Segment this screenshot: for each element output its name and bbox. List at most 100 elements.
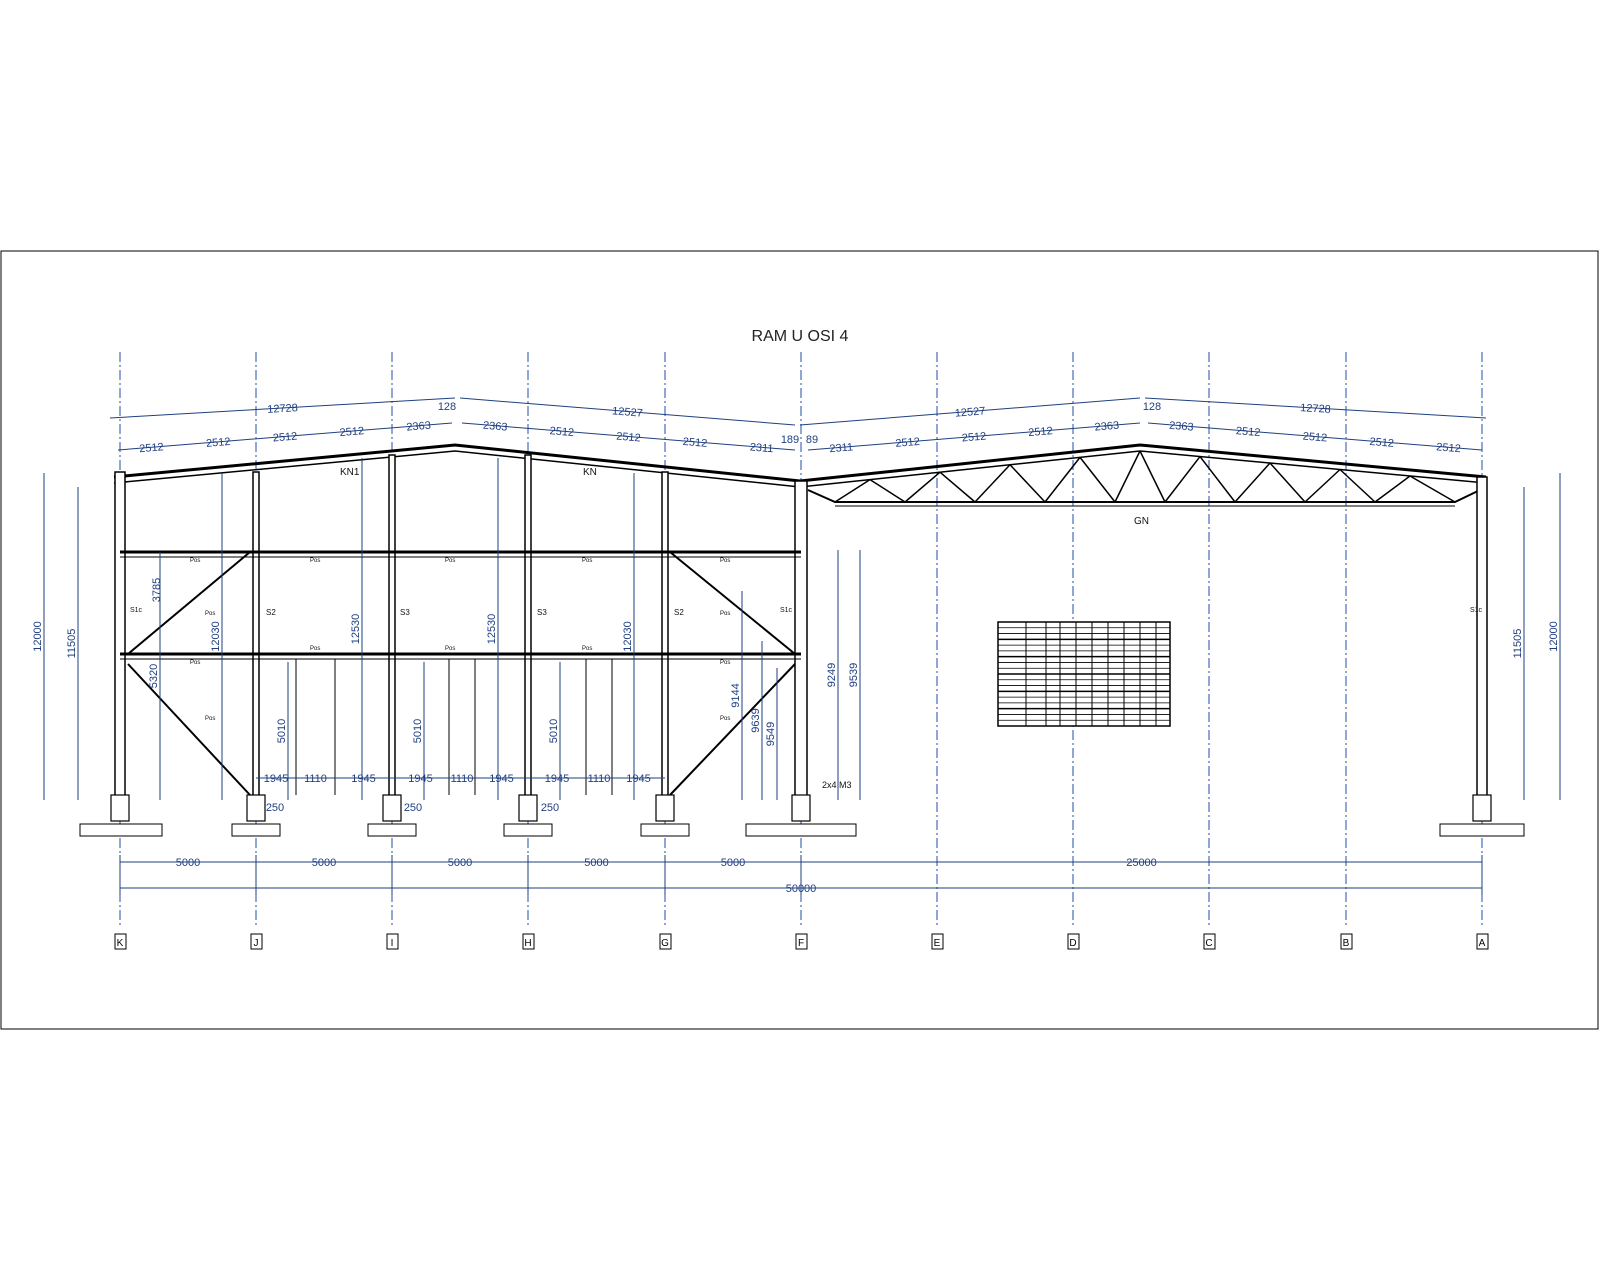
brace-right-upper — [669, 551, 796, 655]
purlin-dim-mid-text: 2311 — [749, 441, 774, 455]
purlin-dim-right-b-text: 2512 — [1235, 425, 1260, 439]
axis-label-a: A — [1479, 938, 1486, 949]
span-dim-text: 5000 — [448, 857, 472, 869]
footing — [79, 823, 163, 837]
column — [661, 471, 669, 801]
mezz-height-1-text: 5010 — [276, 719, 288, 743]
footing — [231, 823, 281, 837]
purlin-dim-mid-text: 2512 — [616, 431, 641, 445]
purlin-dim-right-b-text: 2512 — [1302, 431, 1327, 445]
axis-label-h: H — [524, 938, 531, 949]
top-overall-dim-text: 12527 — [612, 405, 643, 419]
beam-position-label: Pos — [190, 660, 200, 666]
purlin-dim-left-text: 2512 — [206, 436, 231, 450]
column-label: S3 — [537, 608, 547, 617]
height-inner-j-text: 12030 — [210, 621, 222, 652]
purlin-dim-right-b-line — [1147, 422, 1483, 451]
axis-label-d: D — [1069, 938, 1076, 949]
axis-label-c: C — [1205, 938, 1212, 949]
span-dim-text: 5000 — [721, 857, 745, 869]
truss-diagonal — [1139, 450, 1166, 503]
axis-bubble-b — [1340, 933, 1353, 950]
baseplate — [791, 794, 811, 822]
purlin-dim-right-b-text: 2512 — [1369, 436, 1394, 450]
beam-position-label: Pos — [190, 558, 200, 564]
column-label: S2 — [674, 608, 684, 617]
beam-position-label: Pos — [310, 646, 320, 652]
label-gn: GN — [1134, 516, 1149, 527]
column — [1476, 476, 1488, 801]
beam-position-label: Pos — [205, 716, 215, 722]
frame-structure — [79, 443, 1525, 837]
beam-position-label: Pos — [445, 558, 455, 564]
diag-dim-a-text: 3785 — [151, 578, 163, 602]
bay-dim-text: 1945 — [545, 773, 569, 785]
truss-diagonal — [1079, 456, 1116, 503]
purlin-dim-left-text: 2363 — [406, 420, 431, 434]
brace-left-upper — [127, 551, 251, 655]
baseplate — [655, 794, 675, 822]
elevation-dim-elev-b-text: 9639 — [750, 708, 762, 732]
axis-label-b: B — [1343, 938, 1350, 949]
truss-diagonal — [1199, 456, 1236, 503]
purlin-dim-right-a-line — [807, 422, 1141, 451]
beam-position-label: Pos — [720, 611, 730, 617]
axis-label-e: E — [934, 938, 941, 949]
truss-diagonal — [1409, 475, 1456, 503]
column-label: S3 — [400, 608, 410, 617]
column — [114, 471, 126, 801]
truss-diagonal — [834, 478, 871, 503]
brace-left-lower — [127, 663, 251, 796]
height-col-right-text: 11505 — [1512, 629, 1524, 659]
truss-diagonal — [974, 464, 1011, 503]
offset-dim-text: 250 — [541, 802, 559, 814]
top-small-dim-text: 128 — [1143, 401, 1161, 413]
baseplate — [1472, 794, 1492, 822]
column — [794, 480, 808, 801]
column-label: S2 — [266, 608, 276, 617]
span-dim-text: 25000 — [1126, 857, 1157, 869]
truss-diagonal — [1339, 468, 1376, 503]
top-overall-dim-text: 12728 — [267, 402, 298, 416]
purlin-dim-mid-text: 2512 — [549, 425, 574, 439]
column-label-s1c: S1c — [780, 607, 793, 614]
elevation-dim-elev-d-text: 9249 — [826, 663, 838, 687]
elevation-dim-elev-a-text: 9144 — [730, 683, 742, 707]
truss-diagonal — [1114, 450, 1141, 503]
purlin-dim-right-b-text: 2363 — [1169, 420, 1194, 434]
top-small-dim-text: 128 — [438, 401, 456, 413]
bay-dim-text: 1110 — [451, 773, 474, 785]
truss-diagonal — [1374, 475, 1411, 503]
truss-diagonal — [1234, 462, 1271, 503]
truss-diagonal — [1269, 462, 1306, 503]
axis-bubble-f — [795, 933, 808, 950]
top-overall-dim-line — [1144, 397, 1487, 419]
purlin-dim-left-text: 2512 — [272, 431, 297, 445]
purlin-dim-right-a-text: 2512 — [961, 431, 986, 445]
truss-diagonal — [904, 471, 941, 503]
axis-bubble-k — [114, 933, 127, 950]
axis-bubble-d — [1067, 933, 1080, 950]
top-overall-dim-line — [459, 397, 796, 426]
diag-dim-b-text: 5320 — [148, 664, 160, 688]
column-label-s1c: S1c — [1470, 607, 1483, 614]
column — [388, 454, 396, 801]
bay-dim-text: 1945 — [489, 773, 513, 785]
purlin-dim-mid-text: 2512 — [682, 436, 707, 450]
top-overall-dim-text: 12527 — [954, 405, 985, 419]
truss-diagonal — [869, 478, 906, 503]
footing — [1439, 823, 1525, 837]
mezz-height-2-text: 5010 — [412, 719, 424, 743]
truss-diagonal — [1009, 464, 1046, 503]
bay-dim-text: 1945 — [626, 773, 650, 785]
axis-bubble-h — [522, 933, 535, 950]
top-overall-dim-text: 12728 — [1300, 402, 1331, 416]
top-overall-dim-line — [799, 397, 1141, 426]
bay-dim-text: 1945 — [408, 773, 432, 785]
beam-position-label: Pos — [582, 558, 592, 564]
height-inner-g-text: 12030 — [622, 621, 634, 652]
top-overall-dim-line — [109, 397, 456, 419]
truss-diagonal — [1164, 456, 1201, 503]
sheet-frame — [0, 250, 1599, 1030]
